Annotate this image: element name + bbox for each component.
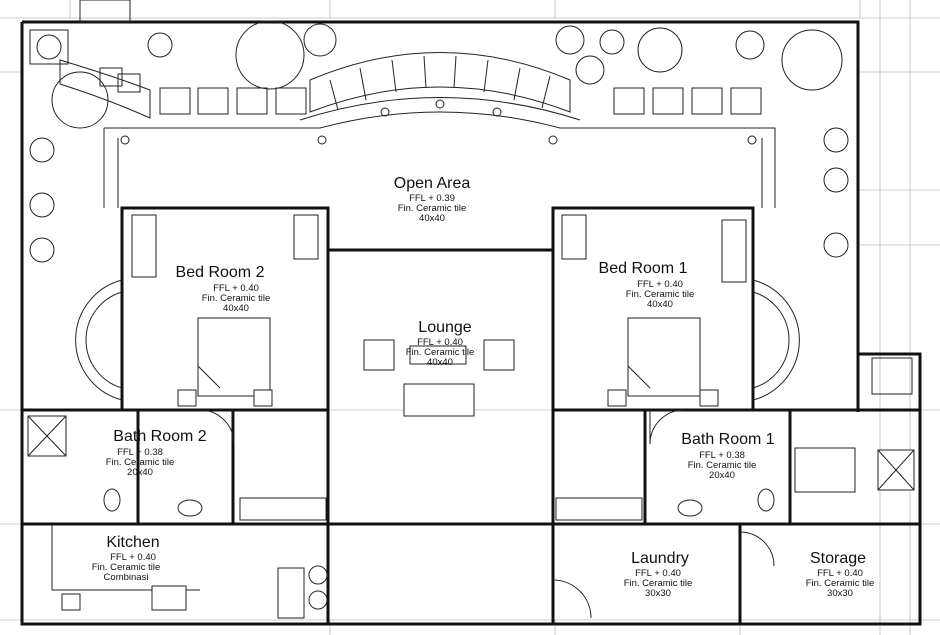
room-tile-size: 40x40 (647, 299, 673, 310)
room-ffl: FFL + 0.40 (637, 279, 683, 290)
room-tile-size: 40x40 (419, 213, 445, 224)
room-name: Bed Room 1 (599, 260, 688, 277)
room-finish: Fin. Ceramic tile (406, 347, 475, 358)
room-tile-size: 40x40 (223, 303, 249, 314)
room-tile-size: 30x30 (827, 588, 853, 599)
room-label-bed-room-2: Bed Room 2 FFL + 0.40 Fin. Ceramic tile … (176, 264, 271, 314)
room-ffl: FFL + 0.39 (409, 193, 455, 204)
room-label-bed-room-1: Bed Room 1 FFL + 0.40 Fin. Ceramic tile … (599, 260, 695, 310)
room-finish: Fin. Ceramic tile (398, 203, 467, 214)
room-tile-size: 40x40 (427, 357, 453, 368)
site-boundary (20, 0, 860, 412)
room-label-open-area: Open Area FFL + 0.39 Fin. Ceramic tile 4… (394, 175, 471, 224)
room-label-bath-room-1: Bath Room 1 FFL + 0.38 Fin. Ceramic tile… (681, 431, 774, 481)
room-finish: Fin. Ceramic tile (626, 289, 695, 300)
open-area-outline (103, 111, 776, 208)
room-label-storage: Storage FFL + 0.40 Fin. Ceramic tile 30x… (806, 550, 875, 599)
room-ffl: FFL + 0.38 (699, 450, 745, 461)
building-walls (20, 206, 922, 626)
room-finish: Fin. Ceramic tile (624, 578, 693, 589)
room-finish: Fin. Ceramic tile (688, 460, 757, 471)
doors (199, 409, 775, 619)
room-name: Storage (810, 550, 866, 567)
room-ffl: FFL + 0.38 (117, 447, 163, 458)
room-ffl: FFL + 0.40 (110, 552, 156, 563)
room-finish: Fin. Ceramic tile (202, 293, 271, 304)
room-tile-size: 20x40 (709, 470, 735, 481)
garden-path (59, 52, 762, 121)
room-label-bath-room-2: Bath Room 2 FFL + 0.38 Fin. Ceramic tile… (106, 428, 207, 478)
room-ffl: FFL + 0.40 (417, 337, 463, 348)
room-name: Laundry (631, 550, 689, 567)
room-name: Bath Room 2 (113, 428, 206, 445)
room-label-laundry: Laundry FFL + 0.40 Fin. Ceramic tile 30x… (624, 550, 693, 599)
room-tile-size: 20x40 (127, 467, 153, 478)
room-name: Open Area (394, 175, 471, 192)
room-name: Kitchen (106, 534, 159, 551)
room-name: Bath Room 1 (681, 431, 774, 448)
room-finish: Fin. Ceramic tile (106, 457, 175, 468)
room-ffl: FFL + 0.40 (635, 568, 681, 579)
room-label-kitchen: Kitchen FFL + 0.40 Fin. Ceramic tile Com… (92, 534, 161, 583)
columns (120, 99, 757, 145)
room-name: Lounge (418, 319, 471, 336)
garden-plants (29, 20, 849, 263)
room-finish: Fin. Ceramic tile (92, 562, 161, 573)
room-name: Bed Room 2 (176, 264, 265, 281)
room-tile-size: Combinasi (104, 572, 149, 583)
room-ffl: FFL + 0.40 (213, 283, 259, 294)
room-ffl: FFL + 0.40 (817, 568, 863, 579)
room-tile-size: 30x30 (645, 588, 671, 599)
terraces (75, 279, 800, 401)
room-finish: Fin. Ceramic tile (806, 578, 875, 589)
room-label-lounge: Lounge FFL + 0.40 Fin. Ceramic tile 40x4… (406, 319, 475, 368)
furniture (27, 214, 915, 619)
